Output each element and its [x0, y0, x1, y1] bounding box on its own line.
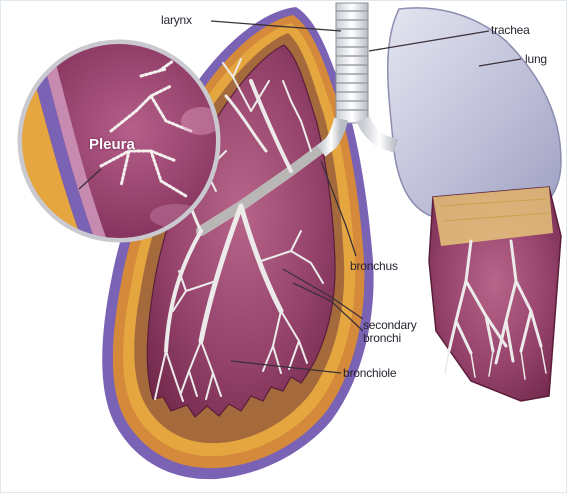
label-larynx: larynx — [161, 13, 192, 27]
label-lung: lung — [525, 52, 547, 66]
label-trachea: trachea — [491, 23, 530, 37]
label-secondary-bronchi: secondary bronchi — [363, 319, 417, 345]
right-lung — [388, 8, 561, 216]
label-secondary-line1: secondary — [363, 318, 417, 332]
label-secondary-line2: bronchi — [363, 331, 401, 345]
label-pleura: Pleura — [89, 136, 135, 153]
label-bronchus: bronchus — [350, 259, 398, 273]
label-bronchiole: bronchiole — [343, 366, 396, 380]
